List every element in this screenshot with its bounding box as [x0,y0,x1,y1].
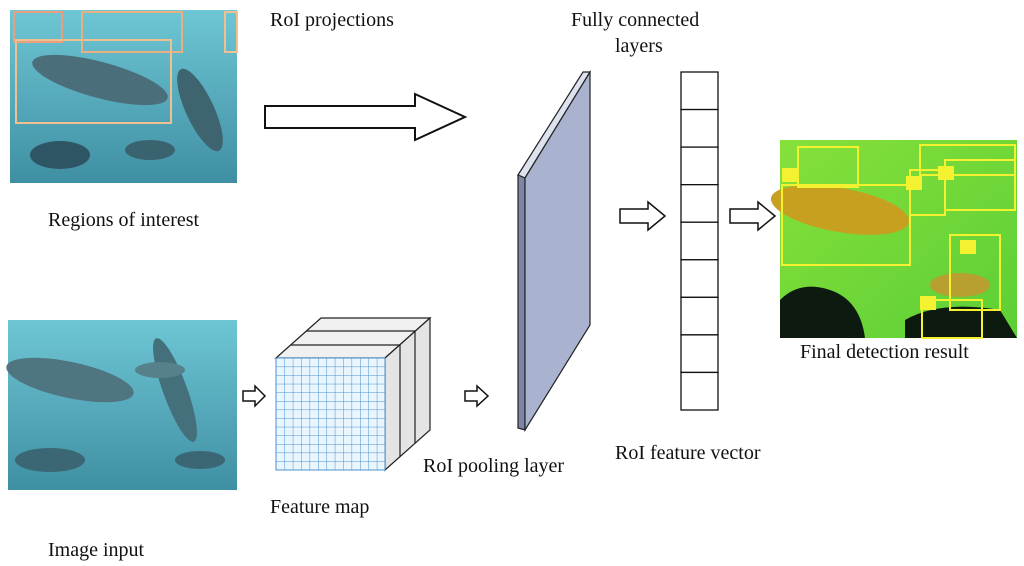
feature-vector-cell [680,108,719,148]
feature-vector-cell [680,296,719,336]
final-detection-result-label: Final detection result [800,341,969,363]
roi-pooling-slab [517,69,592,433]
arrow-vector-to-result [729,200,777,232]
feature-map-label: Feature map [270,496,370,518]
fully-connected-label-line2: layers [615,35,663,57]
roi-feature-vector [680,71,719,411]
image-input-image [6,320,237,490]
feature-vector-cell [680,71,719,111]
final-detection-image [770,140,1017,339]
feature-vector-cell [680,371,719,411]
arrow-image-to-feature-map [242,384,267,408]
image-input-label: Image input [48,539,145,561]
regions-of-interest-label: Regions of interest [48,209,200,231]
fully-connected-label-line1: Fully connected [571,9,700,31]
arrow-pooling-to-vector [619,200,667,232]
feature-vector-cell [680,184,719,223]
feature-vector-cell [680,259,719,298]
feature-vector-cell [680,334,719,374]
roi-projection-arrow [264,92,468,142]
roi-projections-label: RoI projections [270,9,394,31]
feature-map-cube [274,316,432,472]
roi-pooling-layer-label: RoI pooling layer [423,455,565,477]
feature-vector-cell [680,221,719,261]
feature-vector-cell [680,146,719,186]
roi-feature-vector-label: RoI feature vector [615,442,761,464]
regions-of-interest-image [10,10,238,183]
arrow-feature-map-to-pooling [464,384,490,408]
